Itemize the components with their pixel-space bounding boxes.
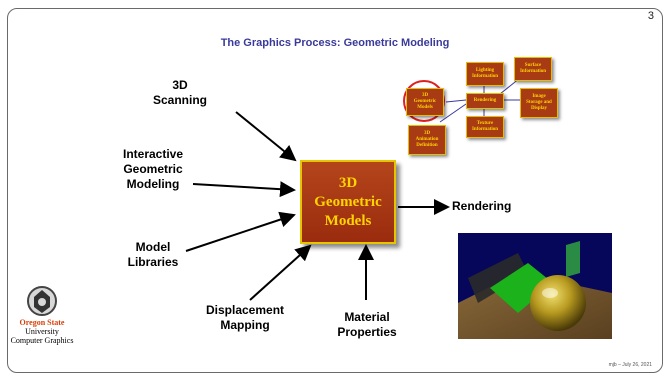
label-material-properties: Material Properties: [322, 310, 412, 340]
mini-anim-1: 3D: [423, 131, 431, 136]
footer-note: mjb – July 26, 2021: [608, 362, 652, 368]
label-3d-scanning: 3D Scanning: [140, 78, 220, 108]
label-3d-scanning-line1: 3D: [172, 78, 188, 92]
slide-frame: [7, 8, 663, 373]
label-rendering-output: Rendering: [452, 199, 512, 213]
mini-tex-2: Information: [471, 127, 499, 132]
label-3d-scanning-line2: Scanning: [152, 93, 207, 107]
mini-light-1: Lighting: [475, 68, 495, 73]
mini-box-lighting: Lighting Information: [466, 62, 504, 86]
label-interactive-line2: Geometric: [123, 162, 183, 176]
center-line1: 3D: [338, 174, 358, 191]
label-model-libraries: Model Libraries: [118, 240, 188, 270]
mini-light-2: Information: [471, 74, 499, 79]
geometric-models-box: 3D Geometric Models: [300, 160, 396, 244]
arrow-scanning: [235, 111, 297, 162]
arrow-libraries: [185, 211, 296, 252]
label-libraries-line1: Model: [135, 240, 171, 254]
mini-tex-1: Texture: [476, 121, 494, 126]
center-line2: Geometric: [314, 193, 382, 210]
mini-box-rendering: Rendering: [466, 93, 504, 109]
label-interactive-modeling: Interactive Geometric Modeling: [108, 147, 198, 192]
label-material-line2: Properties: [337, 325, 397, 339]
osu-logo-icon: [27, 286, 57, 316]
page-number: 3: [647, 10, 654, 22]
label-interactive-line1: Interactive: [122, 147, 184, 161]
mini-geo-3: Models: [417, 105, 433, 110]
osu-name-line3: Computer Graphics: [10, 336, 74, 345]
rendered-scene-image: [458, 233, 612, 339]
mini-surf-2: Information: [519, 69, 547, 74]
mini-anim-2: Animation: [415, 137, 439, 142]
mini-anim-3: Definition: [416, 143, 438, 148]
mini-surf-1: Surface: [524, 63, 542, 68]
arrow-displacement: [249, 244, 312, 301]
label-displacement-line1: Displacement: [205, 303, 285, 317]
arrow-interactive: [192, 181, 296, 198]
mini-img-3: Display: [530, 106, 548, 111]
slide-title: The Graphics Process: Geometric Modeling: [220, 37, 450, 49]
mini-render-1: Rendering: [473, 98, 497, 103]
mini-box-animation: 3D Animation Definition: [408, 125, 446, 155]
mini-img-2: Storage and: [526, 100, 552, 105]
label-material-line1: Material: [344, 310, 390, 324]
label-displacement-line2: Mapping: [220, 318, 270, 332]
highlight-circle: [403, 80, 445, 122]
mini-box-texture: Texture Information: [466, 116, 504, 138]
label-interactive-line3: Modeling: [126, 177, 180, 191]
mini-geo-1: 3D: [421, 93, 429, 98]
mini-box-surface: Surface Information: [514, 57, 552, 81]
mini-box-geometric: 3D Geometric Models: [406, 88, 444, 116]
mini-img-1: Image: [532, 94, 546, 99]
osu-name-line2: University: [25, 327, 59, 336]
mini-geo-2: Geometric: [413, 99, 437, 104]
label-displacement-mapping: Displacement Mapping: [195, 303, 295, 333]
osu-wordmark: Oregon State University Computer Graphic…: [10, 318, 74, 345]
center-line3: Models: [324, 212, 372, 229]
osu-name-line1: Oregon State: [19, 318, 65, 327]
mini-box-image: Image Storage and Display: [520, 88, 558, 118]
label-libraries-line2: Libraries: [127, 255, 179, 269]
